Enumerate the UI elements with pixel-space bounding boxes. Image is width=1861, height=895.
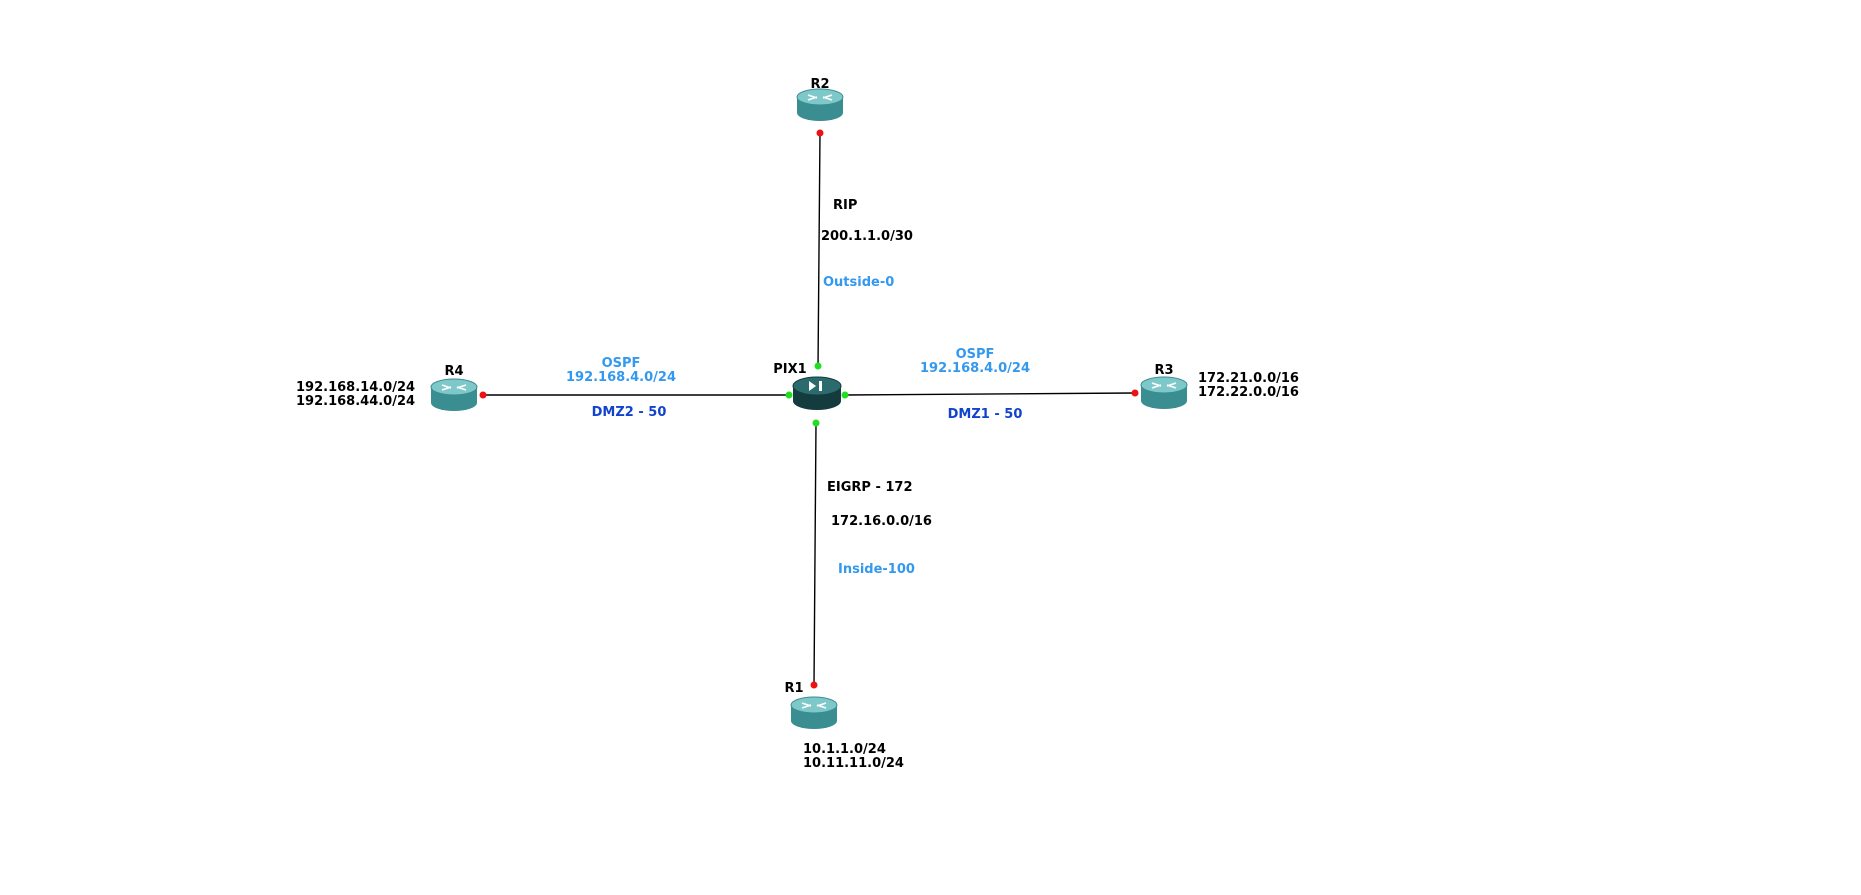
- link-pix1-r2[interactable]: [817, 131, 821, 369]
- r1-network-2: 10.11.11.0/24: [803, 756, 904, 771]
- port-pix1-dmz1-up: [841, 391, 849, 399]
- router-r2-label: R2: [810, 77, 829, 92]
- link-r1-subnet: 172.16.0.0/16: [831, 514, 932, 529]
- router-icon: [1140, 376, 1188, 409]
- link-r4-protocol: OSPF: [602, 356, 641, 371]
- link-r2-interface: Outside-0: [823, 275, 894, 290]
- link-r3-subnet: 192.168.4.0/24: [920, 361, 1030, 376]
- port-pix1-inside-up: [812, 419, 820, 427]
- port-pix1-dmz2-up: [785, 391, 793, 399]
- firewall-pix1[interactable]: PIX1: [773, 362, 842, 410]
- router-r1[interactable]: R1: [784, 681, 838, 729]
- router-r3-label: R3: [1154, 363, 1173, 378]
- link-r3-interface: DMZ1 - 50: [948, 407, 1023, 422]
- link-r1-interface: Inside-100: [838, 562, 915, 577]
- port-r3-down: [1131, 389, 1139, 397]
- router-r4[interactable]: R4: [430, 364, 478, 411]
- link-pix1-r3[interactable]: [844, 392, 1136, 396]
- r4-network-1: 192.168.14.0/24: [296, 380, 415, 395]
- port-r2-down: [816, 129, 824, 137]
- link-r3-protocol: OSPF: [956, 347, 995, 362]
- link-pix1-r1[interactable]: [813, 422, 817, 687]
- port-r4-down: [479, 391, 487, 399]
- r3-network-2: 172.22.0.0/16: [1198, 385, 1299, 400]
- firewall-icon: [792, 376, 842, 410]
- router-r4-label: R4: [444, 364, 463, 379]
- link-r4-interface: DMZ2 - 50: [592, 405, 667, 420]
- router-icon: [430, 378, 478, 411]
- router-r3[interactable]: R3: [1140, 363, 1188, 409]
- port-r1-down: [810, 681, 818, 689]
- link-r4-subnet: 192.168.4.0/24: [566, 370, 676, 385]
- router-icon: [790, 696, 838, 729]
- links: [482, 131, 1136, 687]
- r1-network-1: 10.1.1.0/24: [803, 742, 886, 757]
- r4-network-2: 192.168.44.0/24: [296, 394, 415, 409]
- router-r1-label: R1: [784, 681, 803, 696]
- port-indicators: [479, 129, 1139, 689]
- link-r2-protocol: RIP: [833, 198, 857, 213]
- link-r2-subnet: 200.1.1.0/30: [821, 229, 913, 244]
- r3-network-1: 172.21.0.0/16: [1198, 371, 1299, 386]
- port-pix1-outside-up: [814, 362, 822, 370]
- router-icon: [796, 88, 844, 121]
- firewall-pix1-label: PIX1: [773, 362, 806, 377]
- router-r2[interactable]: R2: [796, 77, 844, 121]
- link-r1-protocol: EIGRP - 172: [827, 480, 913, 495]
